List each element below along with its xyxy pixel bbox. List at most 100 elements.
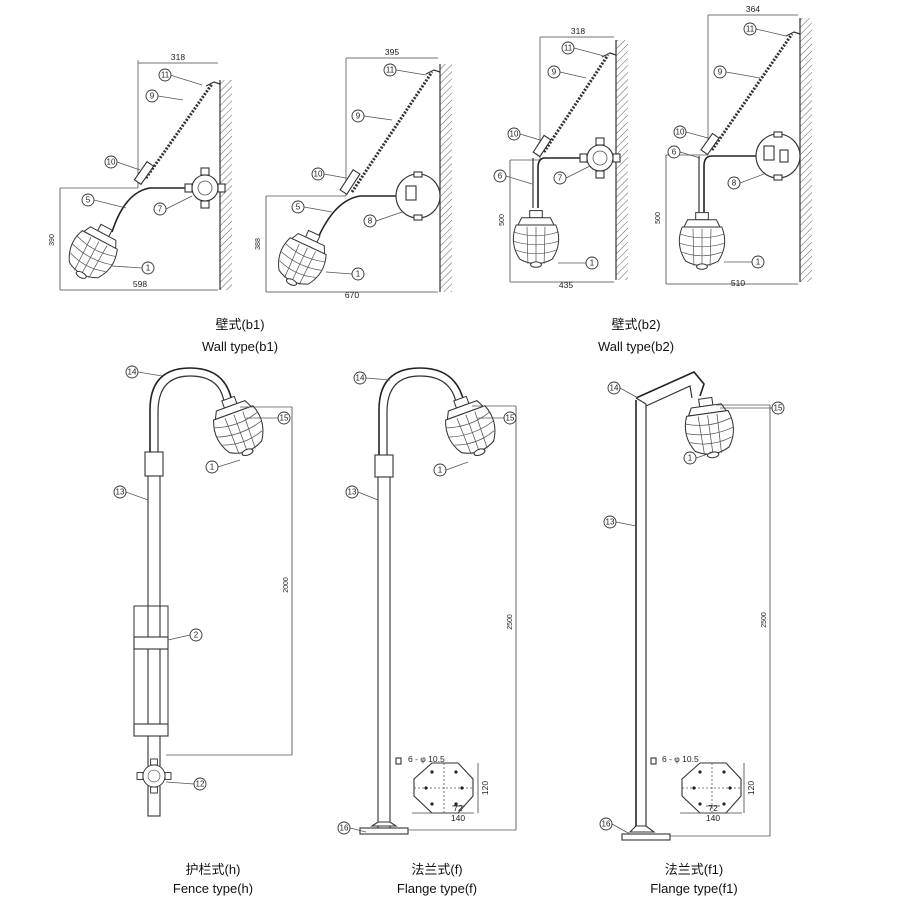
flange-type-f-group: 2500 6 - φ 10.5 120 72 140 14 15 1 13 16…	[337, 367, 517, 896]
chain	[542, 54, 610, 153]
svg-text:1: 1	[688, 454, 693, 463]
caption-f1-en: Flange type(f1)	[650, 881, 737, 896]
svg-text:14: 14	[356, 374, 365, 383]
svg-text:1: 1	[210, 463, 215, 472]
flange-outer-label: 140	[706, 813, 720, 823]
luminaire	[59, 216, 128, 289]
balloon-1: 1	[683, 451, 715, 465]
balloon-2: 2	[167, 628, 203, 642]
pole-coupling	[144, 451, 164, 477]
bracket-arm	[111, 187, 205, 233]
chain	[144, 83, 214, 179]
svg-text:6: 6	[498, 172, 503, 181]
dim-width-label: 510	[731, 278, 745, 288]
chain	[710, 33, 794, 151]
svg-text:14: 14	[610, 384, 619, 393]
flange-base	[621, 833, 671, 841]
caption-f-zh: 法兰式(f)	[411, 862, 462, 877]
svg-text:11: 11	[386, 66, 395, 75]
junction-box	[579, 137, 621, 179]
svg-text:8: 8	[368, 217, 373, 226]
dim-height-label: 388	[255, 238, 262, 250]
balloon-11: 11	[383, 63, 427, 77]
balloon-15: 15	[246, 411, 291, 425]
pole-coupling	[374, 454, 394, 478]
dim-height-label: 500	[499, 214, 506, 226]
balloon-13: 13	[113, 485, 149, 501]
balloon-1: 1	[724, 255, 765, 269]
balloon-6: 6	[667, 145, 701, 159]
svg-text:12: 12	[196, 780, 205, 789]
svg-text:10: 10	[676, 128, 685, 137]
dim-height-label: 500	[655, 212, 662, 224]
svg-text:15: 15	[280, 414, 289, 423]
svg-text:11: 11	[161, 71, 170, 80]
svg-text:6: 6	[672, 148, 677, 157]
flange-holes-label: 6 - φ 10.5	[662, 754, 699, 764]
dim-top-label: 318	[171, 52, 185, 62]
balloon-1: 1	[111, 261, 155, 275]
b1-view-a: 318 390 598 11 9 10 5 7 1	[49, 52, 232, 291]
svg-text:10: 10	[107, 158, 116, 167]
turnbuckle	[339, 168, 361, 196]
caption-b2-en: Wall type(b2)	[598, 339, 674, 354]
dim-top-label: 364	[746, 4, 760, 14]
flange-height-label: 120	[746, 781, 756, 795]
flange-inner-label: 72	[708, 803, 718, 813]
balloon-16: 16	[599, 817, 631, 835]
svg-text:11: 11	[564, 44, 573, 53]
balloon-14: 14	[125, 365, 163, 379]
svg-text:1: 1	[438, 466, 443, 475]
luminaire	[678, 212, 726, 270]
wall-type-b2-group: 318 500 435 11 9 10 6 7 1 364	[493, 4, 812, 354]
dim-top-label: 318	[571, 26, 585, 36]
caption-b1-zh: 壁式(b1)	[215, 317, 264, 332]
balloon-11: 11	[561, 41, 605, 57]
svg-text:16: 16	[602, 820, 611, 829]
balloon-9: 9	[351, 109, 393, 123]
bracket-arm	[703, 155, 760, 212]
svg-text:1: 1	[356, 270, 361, 279]
clamp-upper	[133, 636, 169, 650]
svg-text:5: 5	[86, 196, 91, 205]
flange-holes-label: 6 - φ 10.5	[408, 754, 445, 764]
svg-text:13: 13	[348, 488, 357, 497]
balloon-5: 5	[291, 200, 333, 214]
pole-tube	[377, 476, 391, 830]
svg-text:2: 2	[194, 631, 199, 640]
dim-width-label: 598	[133, 279, 147, 289]
turnbuckle	[133, 160, 155, 186]
b2-view-b: 364 500 510 11 9 10 6 8 1	[655, 4, 812, 288]
svg-text:7: 7	[558, 174, 563, 183]
svg-text:1: 1	[756, 258, 761, 267]
dim-height-label: 2500	[761, 612, 768, 628]
luminaire	[269, 223, 336, 295]
chain	[350, 71, 434, 193]
balloon-9: 9	[547, 65, 587, 79]
balloon-7: 7	[553, 165, 591, 185]
balloon-9: 9	[145, 89, 184, 103]
caption-b2-zh: 壁式(b2)	[611, 317, 660, 332]
balloon-1: 1	[325, 267, 365, 281]
balloon-14: 14	[607, 381, 639, 399]
svg-text:9: 9	[552, 68, 557, 77]
junction-box	[136, 758, 172, 794]
bracket-arm	[317, 195, 400, 239]
luminaire	[205, 389, 272, 464]
svg-text:7: 7	[158, 205, 163, 214]
balloon-9: 9	[713, 65, 761, 79]
balloon-13: 13	[345, 485, 379, 501]
svg-text:8: 8	[732, 179, 737, 188]
dim-height-label: 390	[49, 234, 56, 246]
svg-text:1: 1	[590, 259, 595, 268]
svg-text:11: 11	[746, 25, 755, 34]
svg-text:10: 10	[314, 170, 323, 179]
balloon-11: 11	[743, 22, 787, 37]
junction-box	[184, 167, 226, 209]
gooseneck-arm	[378, 367, 465, 458]
flange-plan	[413, 762, 474, 814]
svg-text:9: 9	[150, 92, 155, 101]
flange-outer-label: 140	[451, 813, 465, 823]
balloon-1: 1	[558, 256, 599, 270]
